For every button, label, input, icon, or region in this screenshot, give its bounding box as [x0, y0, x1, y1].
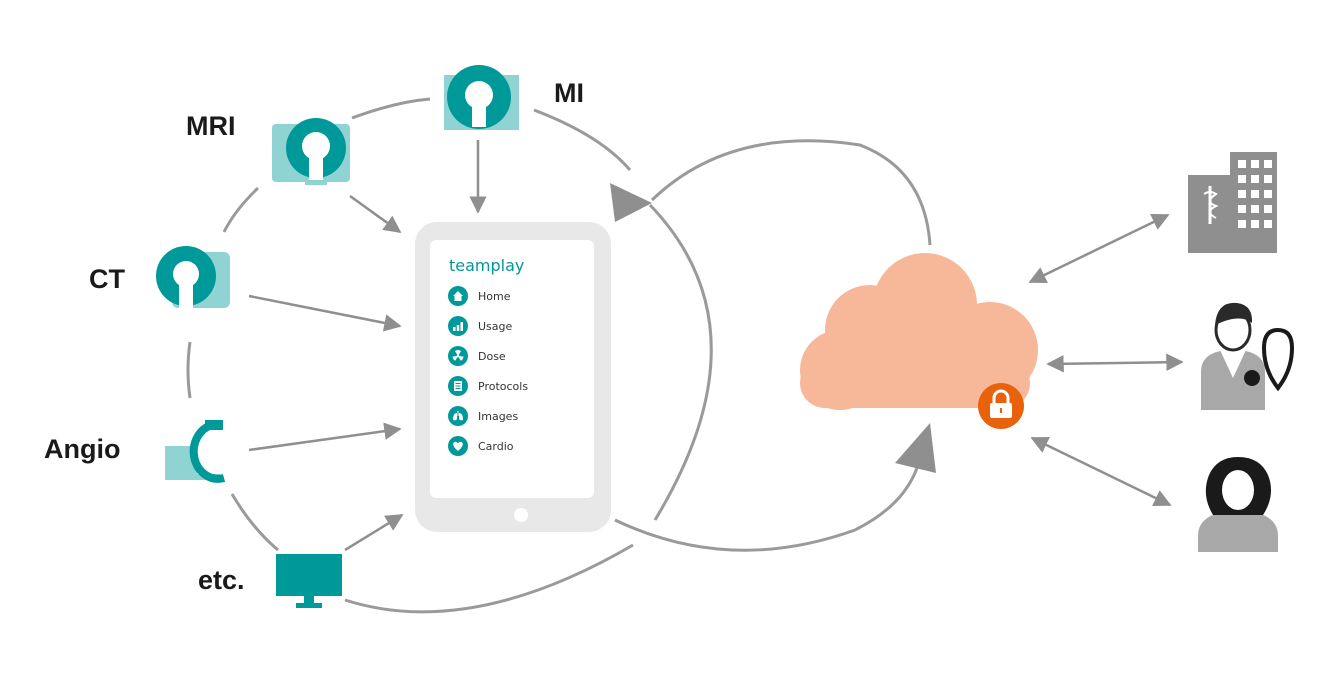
mi-scanner-icon	[444, 65, 519, 130]
flow-arrowhead-bottom	[895, 423, 936, 473]
doctor-icon	[1201, 302, 1295, 410]
menu-label-usage: Usage	[478, 319, 513, 333]
menu-item-cardio[interactable]: Cardio	[448, 435, 514, 457]
menu-label-dose: Dose	[478, 349, 506, 363]
label-ct: CT	[89, 264, 125, 294]
menu-label-protocols: Protocols	[478, 379, 529, 393]
modality-ring	[186, 97, 634, 614]
label-angio: Angio	[44, 434, 121, 464]
menu-item-dose[interactable]: Dose	[448, 345, 506, 367]
lock-icon	[978, 383, 1024, 429]
angio-carm-icon	[165, 420, 226, 483]
document-icon	[448, 376, 468, 396]
menu-label-images: Images	[478, 409, 519, 423]
flow-loop	[614, 139, 932, 552]
app-title: teamplay	[449, 256, 525, 275]
menu-item-protocols[interactable]: Protocols	[448, 375, 528, 397]
lungs-icon	[448, 406, 468, 426]
bar-chart-icon	[448, 316, 468, 336]
flow-arrowhead-top	[610, 183, 652, 222]
menu-item-usage[interactable]: Usage	[448, 315, 512, 337]
home-icon	[448, 286, 468, 306]
cloud-icon	[800, 253, 1038, 410]
menu-label-home: Home	[478, 289, 511, 303]
user-arrows	[1028, 213, 1184, 507]
modality-arrows	[248, 140, 487, 552]
heart-icon	[448, 436, 468, 456]
menu-item-images[interactable]: Images	[448, 405, 518, 427]
ct-scanner-icon	[156, 246, 230, 316]
hospital-icon	[1188, 152, 1277, 253]
label-mi: MI	[554, 78, 584, 108]
label-etc: etc.	[198, 565, 245, 595]
menu-item-home[interactable]: Home	[448, 285, 510, 307]
menu-label-cardio: Cardio	[478, 439, 514, 453]
monitor-icon	[276, 554, 342, 608]
radiation-icon	[448, 346, 468, 366]
patient-icon	[1198, 457, 1278, 552]
label-mri: MRI	[186, 111, 236, 141]
mri-scanner-icon	[272, 118, 350, 186]
